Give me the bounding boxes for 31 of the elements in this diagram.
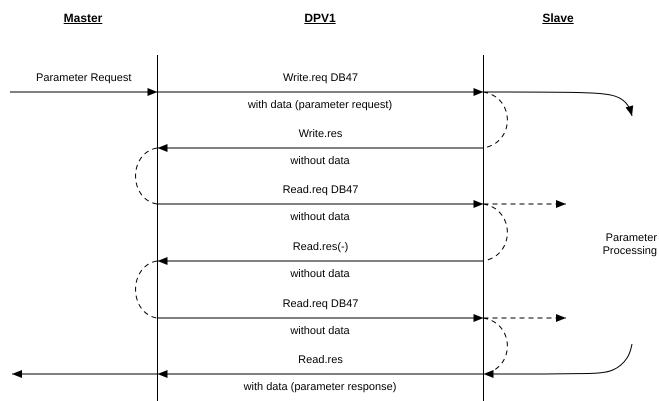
lifeline-bar <box>483 55 484 401</box>
dashed-arrow <box>483 200 566 208</box>
arrow <box>12 370 158 378</box>
arrow <box>157 257 484 265</box>
edge-label: Write.res <box>298 128 342 141</box>
edge-label: Read.res(-) <box>292 241 348 254</box>
arrow <box>157 370 484 378</box>
arrow <box>483 92 634 116</box>
column-heading: Master <box>64 12 102 25</box>
message-note: without data <box>290 155 350 168</box>
arrow <box>157 200 484 208</box>
lifeline-bar <box>157 55 158 401</box>
message-note: with data (parameter response) <box>244 381 396 394</box>
arrow <box>157 88 484 96</box>
message-note: without data <box>290 325 350 338</box>
edge-label: Read.req DB47 <box>282 184 358 197</box>
message-note: without data <box>290 211 350 224</box>
column-heading: Slave <box>542 12 574 25</box>
edge-label: Parameter Request <box>36 72 132 85</box>
message-note: with data (parameter request) <box>248 99 392 112</box>
edge-label: Read.res <box>298 354 343 367</box>
edge-label: Write.req DB47 <box>283 72 358 85</box>
arrow <box>10 88 158 96</box>
arrow <box>157 314 484 322</box>
message-note: Parameter Processing <box>602 232 657 258</box>
dashed-arrow <box>483 314 566 322</box>
column-heading: DPV1 <box>304 12 336 25</box>
arrow <box>483 344 632 378</box>
arrow <box>157 144 484 152</box>
edge-label: Read.req DB47 <box>282 298 358 311</box>
message-note: without data <box>290 268 350 281</box>
